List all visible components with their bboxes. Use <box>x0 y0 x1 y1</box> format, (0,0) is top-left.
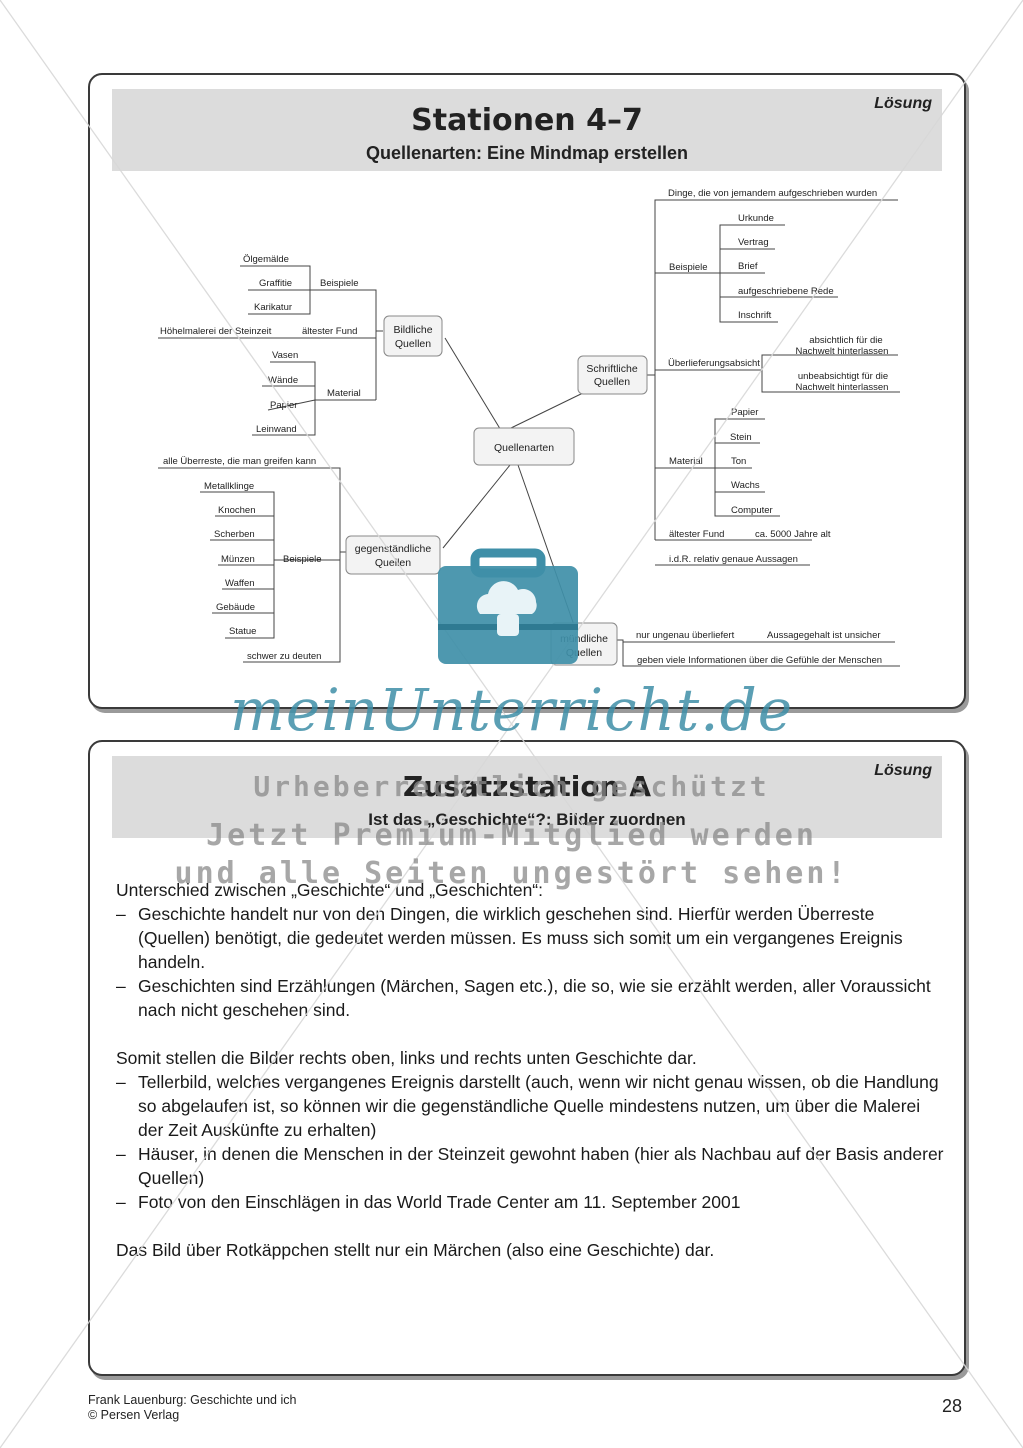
page-number: 28 <box>942 1396 963 1416</box>
watermark-line-1: Urheberrechtlich geschützt <box>253 770 770 803</box>
watermark-brand: meinUnterricht.de <box>229 676 794 744</box>
svg-text:Metallklinge: Metallklinge <box>204 481 254 492</box>
list-item: –Tellerbild, welches vergangenes Ereigni… <box>116 1072 939 1140</box>
svg-text:Knochen: Knochen <box>218 505 256 516</box>
list-item: –Geschichte handelt nur von den Dingen, … <box>116 904 903 972</box>
svg-text:Aussagegehalt ist unsicher: Aussagegehalt ist unsicher <box>767 630 881 641</box>
svg-text:Ölgemälde: Ölgemälde <box>243 254 289 265</box>
footer-book-title: Frank Lauenburg: Geschichte und ich <box>88 1393 297 1407</box>
svg-text:Graffitie: Graffitie <box>259 278 292 289</box>
svg-text:Computer: Computer <box>731 505 773 516</box>
svg-text:Münzen: Münzen <box>221 554 255 565</box>
branch-bildliche: Beispiele Ölgemälde Graffitie Karikatur … <box>160 254 361 435</box>
svg-text:Inschrift: Inschrift <box>738 310 772 321</box>
node-muendliche-quellen: mündliche Quellen <box>550 622 618 666</box>
svg-text:Stein: Stein <box>730 432 752 443</box>
svg-text:Höhelmalerei der Steinzeit: Höhelmalerei der Steinzeit <box>160 326 272 337</box>
svg-text:Papier: Papier <box>270 400 297 411</box>
svg-text:Bildliche: Bildliche <box>393 324 432 336</box>
svg-text:nur ungenau überliefert: nur ungenau überliefert <box>636 630 735 641</box>
node-bildliche-quellen: Bildliche Quellen <box>383 315 443 357</box>
svg-text:Beispiele: Beispiele <box>320 278 359 289</box>
list-item: –Häuser, in denen die Menschen in der St… <box>116 1144 944 1188</box>
svg-text:Gebäude: Gebäude <box>216 602 255 613</box>
footer-publisher: © Persen Verlag <box>88 1408 180 1422</box>
list-item: –Foto von den Einschlägen in das World T… <box>116 1192 741 1212</box>
svg-text:Waffen: Waffen <box>225 578 255 589</box>
branch-gegenstaendliche: alle Überreste, die man greifen kann Bei… <box>163 456 322 662</box>
svg-text:Quellen: Quellen <box>594 376 630 388</box>
svg-text:ältester Fund: ältester Fund <box>302 326 357 337</box>
svg-text:aufgeschriebene Rede: aufgeschriebene Rede <box>738 286 834 297</box>
svg-text:Dinge, die von jemandem aufges: Dinge, die von jemandem aufgeschrieben w… <box>668 188 877 199</box>
svg-text:Brief: Brief <box>738 261 758 272</box>
svg-text:Quellen: Quellen <box>375 557 411 569</box>
footer: Frank Lauenburg: Geschichte und ich © Pe… <box>88 1393 296 1423</box>
svg-text:Beispiele: Beispiele <box>669 262 708 273</box>
center-node: Quellenarten <box>473 427 575 466</box>
svg-text:Quellen: Quellen <box>566 647 602 659</box>
svg-text:Beispiele: Beispiele <box>283 554 322 565</box>
svg-text:Papier: Papier <box>731 407 758 418</box>
list-item: –Geschichten sind Erzählungen (Märchen, … <box>116 976 931 1020</box>
branch-schriftliche: Dinge, die von jemandem aufgeschrieben w… <box>668 188 888 565</box>
svg-text:mündliche: mündliche <box>560 633 608 645</box>
mindmap: Quellenarten Bildliche Quellen Schriftli… <box>158 188 900 667</box>
watermark-line-3: und alle Seiten ungestört sehen! <box>174 856 849 891</box>
center-node-label: Quellenarten <box>494 442 554 454</box>
svg-text:Karikatur: Karikatur <box>254 302 292 313</box>
svg-text:Material: Material <box>327 388 361 399</box>
svg-text:ältester Fund: ältester Fund <box>669 529 724 540</box>
svg-text:Wände: Wände <box>268 375 298 386</box>
svg-text:alle Überreste, die man greife: alle Überreste, die man greifen kann <box>163 456 316 467</box>
svg-text:unbeabsichtigt für die: unbeabsichtigt für die <box>798 371 888 382</box>
svg-text:Leinwand: Leinwand <box>256 424 297 435</box>
svg-text:Nachwelt hinterlassen: Nachwelt hinterlassen <box>796 382 889 393</box>
svg-text:Material: Material <box>669 456 703 467</box>
watermark-line-2: Jetzt Premium-Mitglied werden <box>206 818 817 853</box>
svg-text:Überlieferungsabsicht: Überlieferungsabsicht <box>668 358 760 369</box>
svg-text:absichtlich für die: absichtlich für die <box>809 335 882 346</box>
intro-text-2: Somit stellen die Bilder rechts oben, li… <box>116 1048 697 1068</box>
svg-text:Statue: Statue <box>229 626 256 637</box>
closing-text: Das Bild über Rotkäppchen stellt nur ein… <box>116 1240 715 1260</box>
svg-text:Schriftliche: Schriftliche <box>586 363 638 375</box>
branch-muendliche: nur ungenau überliefert Aussagegehalt is… <box>636 630 882 666</box>
svg-text:Quellen: Quellen <box>395 338 431 350</box>
svg-text:Urkunde: Urkunde <box>738 213 774 224</box>
svg-text:ca. 5000 Jahre alt: ca. 5000 Jahre alt <box>755 529 831 540</box>
svg-text:Wachs: Wachs <box>731 480 760 491</box>
svg-text:Ton: Ton <box>731 456 746 467</box>
svg-text:Vasen: Vasen <box>272 350 298 361</box>
svg-text:i.d.R. relativ genaue Aussagen: i.d.R. relativ genaue Aussagen <box>669 554 798 565</box>
svg-text:geben viele Informationen über: geben viele Informationen über die Gefüh… <box>637 655 882 666</box>
node-schriftliche-quellen: Schriftliche Quellen <box>577 355 648 395</box>
svg-text:gegenständliche: gegenständliche <box>355 543 432 555</box>
svg-text:schwer zu deuten: schwer zu deuten <box>247 651 321 662</box>
node-gegenstaendliche-quellen: gegenständliche Quellen <box>345 535 441 575</box>
solution-body: Unterschied zwischen „Geschichte“ und „G… <box>116 878 944 1262</box>
svg-text:Vertrag: Vertrag <box>738 237 769 248</box>
svg-text:Scherben: Scherben <box>214 529 255 540</box>
svg-text:Nachwelt hinterlassen: Nachwelt hinterlassen <box>796 346 889 357</box>
